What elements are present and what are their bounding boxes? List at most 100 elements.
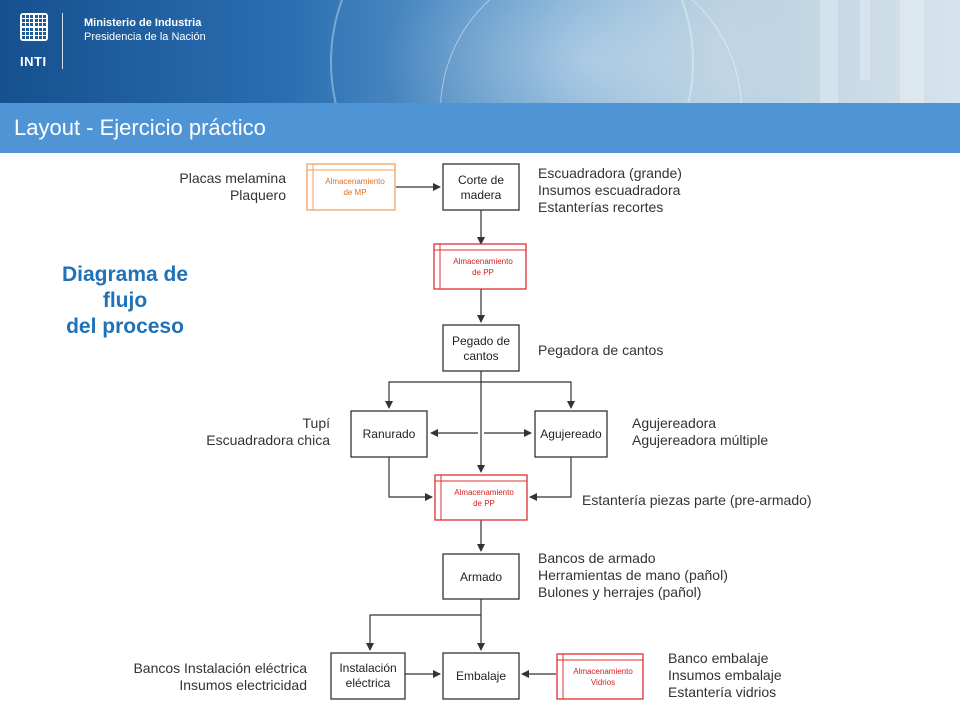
label-ranurado-line2: Escuadradora chica <box>206 432 330 448</box>
logo-grid-cell <box>26 15 30 18</box>
slide-title: Layout - Ejercicio práctico <box>14 115 266 140</box>
label-instalacion-line1: Bancos Instalación eléctrica <box>133 660 307 676</box>
ministry-line2: Presidencia de la Nación <box>84 31 206 43</box>
node-almacenamiento-pp1-line2: de PP <box>472 268 494 277</box>
node-embalaje-label: Embalaje <box>456 669 506 683</box>
label-pp2: Estantería piezas parte (pre-armado) <box>582 492 812 509</box>
logo-grid-cell <box>43 15 46 18</box>
connectors <box>366 183 575 678</box>
logo-grid-cell <box>22 19 25 23</box>
label-agujereado: Agujereadora Agujereadora múltiple <box>632 415 768 449</box>
label-mp: Placas melamina Plaquero <box>179 170 286 204</box>
label-armado-line1: Bancos de armado <box>538 550 656 566</box>
logo-grid-cell <box>38 36 42 39</box>
label-embalaje-line3: Estantería vidrios <box>668 684 777 700</box>
node-almacenamiento-pp2-line2: de PP <box>473 499 495 508</box>
logo-grid-cell <box>38 27 42 31</box>
node-almacenamiento-pp2-line1: Almacenamiento <box>454 488 514 497</box>
logo-grid-cell <box>26 36 30 39</box>
header-banner: INTI Ministerio de Industria Presidencia… <box>0 0 960 103</box>
logo-grid-cell <box>22 15 25 18</box>
node-instalacion-line2: eléctrica <box>346 676 391 690</box>
logo-grid-cell <box>30 31 34 35</box>
node-corte-line2: madera <box>461 188 502 202</box>
logo-grid-cell <box>26 19 30 23</box>
edge-pegado-ranurado <box>385 381 481 409</box>
label-instalacion: Bancos Instalación eléctrica Insumos ele… <box>133 660 307 694</box>
label-ranurado-line1: Tupí <box>302 415 331 431</box>
logo-grid-cell <box>43 27 46 31</box>
label-pegado: Pegadora de cantos <box>538 342 663 359</box>
node-almacenamiento-mp-line2: de MP <box>343 188 366 197</box>
label-armado: Bancos de armado Herramientas de mano (p… <box>538 550 728 601</box>
node-almacenamiento-vidrios-line2: Vidrios <box>591 678 615 687</box>
logo-grid-cell <box>34 31 38 35</box>
node-armado: Armado <box>442 553 520 600</box>
node-agujereado-label: Agujereado <box>540 427 602 441</box>
label-pegado-line1: Pegadora de cantos <box>538 342 664 358</box>
logo-grid-cell <box>22 27 25 31</box>
title-bar: Layout - Ejercicio práctico <box>0 103 960 153</box>
logo-grid-cell <box>38 15 42 18</box>
logo-grid-cell <box>26 23 30 27</box>
logo-grid-cell <box>34 15 38 18</box>
node-almacenamiento-vidrios-line1: Almacenamiento <box>573 667 633 676</box>
ministry-name: Ministerio de Industria Presidencia de l… <box>84 16 206 44</box>
node-almacenamiento-pp-1: Almacenamiento de PP <box>433 243 527 290</box>
diagram-heading-line2: flujo <box>102 289 148 312</box>
logo-grid-cell <box>30 15 34 18</box>
label-pp2-line1: Estantería piezas parte (pre-armado) <box>582 492 812 508</box>
logo-grid-cell <box>30 27 34 31</box>
edge-agujereado-pp2 <box>529 457 572 501</box>
label-instalacion-line2: Insumos electricidad <box>179 677 307 693</box>
node-armado-label: Armado <box>460 570 502 584</box>
label-armado-line2: Herramientas de mano (pañol) <box>538 567 728 583</box>
diagram-heading: Diagrama de flujo del proceso <box>30 262 220 340</box>
node-almacenamiento-vidrios: Almacenamiento Vidrios <box>556 653 644 700</box>
label-armado-line3: Bulones y herrajes (pañol) <box>538 584 702 600</box>
logo-grid-cell <box>30 19 34 23</box>
label-agujereado-line1: Agujereadora <box>632 415 717 431</box>
logo-grid-cell <box>34 36 38 39</box>
label-mp-line1: Placas melamina <box>179 170 286 186</box>
node-corte-de-madera: Corte de madera <box>442 163 520 211</box>
node-ranurado-label: Ranurado <box>363 427 416 441</box>
logo-grid-cell <box>34 19 38 23</box>
node-almacenamiento-pp-2: Almacenamiento de PP <box>434 474 528 521</box>
logo-grid-cell <box>43 36 46 39</box>
edge-ranurado-pp2 <box>388 457 433 501</box>
logo-grid-cell <box>26 27 30 31</box>
label-embalaje-line1: Banco embalaje <box>668 650 769 666</box>
diagram-heading-line3: del proceso <box>66 315 184 338</box>
logo-grid-cell <box>22 23 25 27</box>
label-ranurado: Tupí Escuadradora chica <box>206 415 330 449</box>
node-pegado-de-cantos: Pegado de cantos <box>442 324 520 372</box>
edge-armado-instalacion <box>366 614 481 651</box>
node-instalacion-electrica: Instalación eléctrica <box>330 652 406 700</box>
label-corte-line3: Estanterías recortes <box>538 199 664 215</box>
node-almacenamiento-pp1-line1: Almacenamiento <box>453 257 513 266</box>
logo-grid-cell <box>38 31 42 35</box>
node-pegado-line2: cantos <box>463 349 498 363</box>
label-embalaje: Banco embalaje Insumos embalaje Estanter… <box>668 650 782 701</box>
node-agujereado: Agujereado <box>534 410 608 458</box>
diagram-heading-line1: Diagrama de <box>61 263 189 286</box>
logo-grid-cell <box>34 23 38 27</box>
node-almacenamiento-mp-line1: Almacenamiento <box>325 177 385 186</box>
ministry-line1: Ministerio de Industria <box>84 17 202 29</box>
logo-grid-cell <box>38 19 42 23</box>
logo-grid-cell <box>38 23 42 27</box>
logo-text: INTI <box>20 54 47 69</box>
logo-grid-cell <box>30 23 34 27</box>
node-corte-line1: Corte de <box>458 173 504 187</box>
logo-grid-cell <box>43 19 46 23</box>
logo-grid-cell <box>43 23 46 27</box>
label-mp-line2: Plaquero <box>229 187 286 203</box>
node-almacenamiento-mp: Almacenamiento de MP <box>306 163 396 211</box>
logo-grid-cell <box>22 31 25 35</box>
label-agujereado-line2: Agujereadora múltiple <box>632 432 769 448</box>
node-ranurado: Ranurado <box>350 410 428 458</box>
logo-grid-cell <box>26 31 30 35</box>
label-corte: Escuadradora (grande) Insumos escuadrado… <box>538 165 682 216</box>
